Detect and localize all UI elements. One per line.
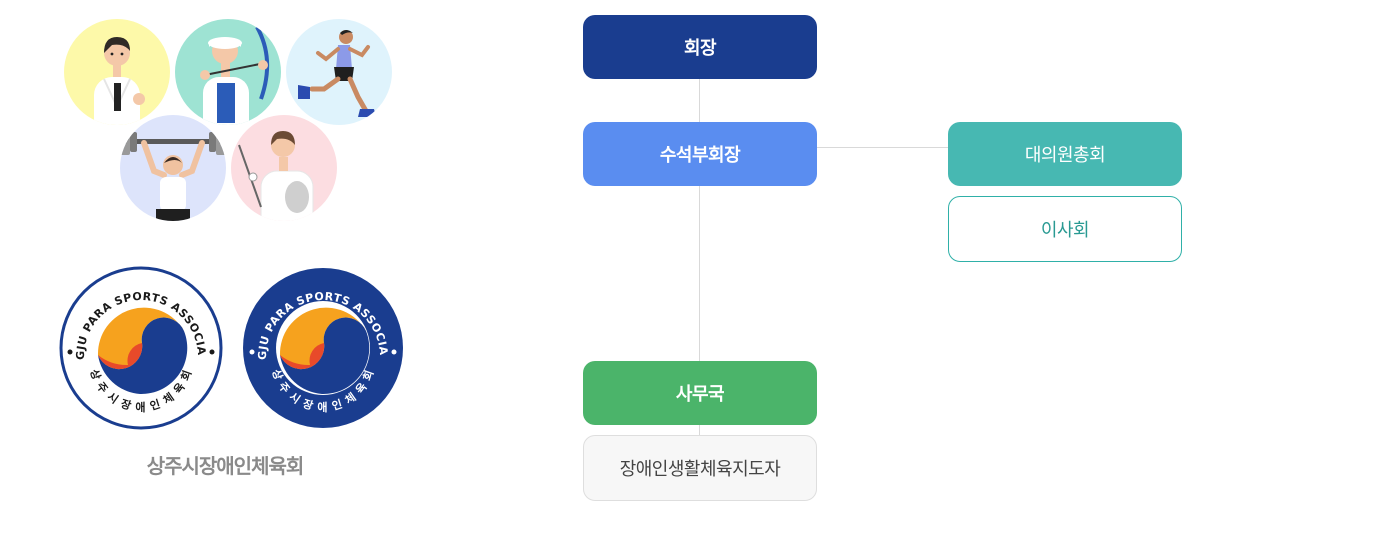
sports-illustrations: [60, 15, 400, 225]
taekwondo-athlete-illustration: [64, 19, 170, 125]
emblem-navy-logo: SANGJU PARA SPORTS ASSOCIATION 상 주 시 장 애…: [240, 265, 406, 431]
connector-horizontal-line: [817, 147, 948, 148]
secretariat-box: 사무국: [583, 361, 817, 425]
association-emblems: SANGJU PARA SPORTS ASSOCIATION 상 주 시 장 애…: [58, 265, 408, 435]
fencer-athlete-illustration: [231, 115, 337, 221]
archery-athlete-illustration: [175, 19, 281, 125]
general-assembly-box: 대의원총회: [948, 122, 1182, 186]
runner-athlete-illustration: [286, 19, 392, 125]
president-box: 회장: [583, 15, 817, 79]
connector-vertical-line: [699, 79, 700, 435]
instructor-box: 장애인생활체육지도자: [583, 435, 817, 501]
vice-president-box: 수석부회장: [583, 122, 817, 186]
organization-name: 상주시장애인체육회: [146, 454, 305, 478]
board-box: 이사회: [948, 196, 1182, 262]
weightlifter-athlete-illustration: [120, 115, 226, 221]
emblem-white-logo: SANGJU PARA SPORTS ASSOCIATION 상 주 시 장 애…: [58, 265, 224, 431]
